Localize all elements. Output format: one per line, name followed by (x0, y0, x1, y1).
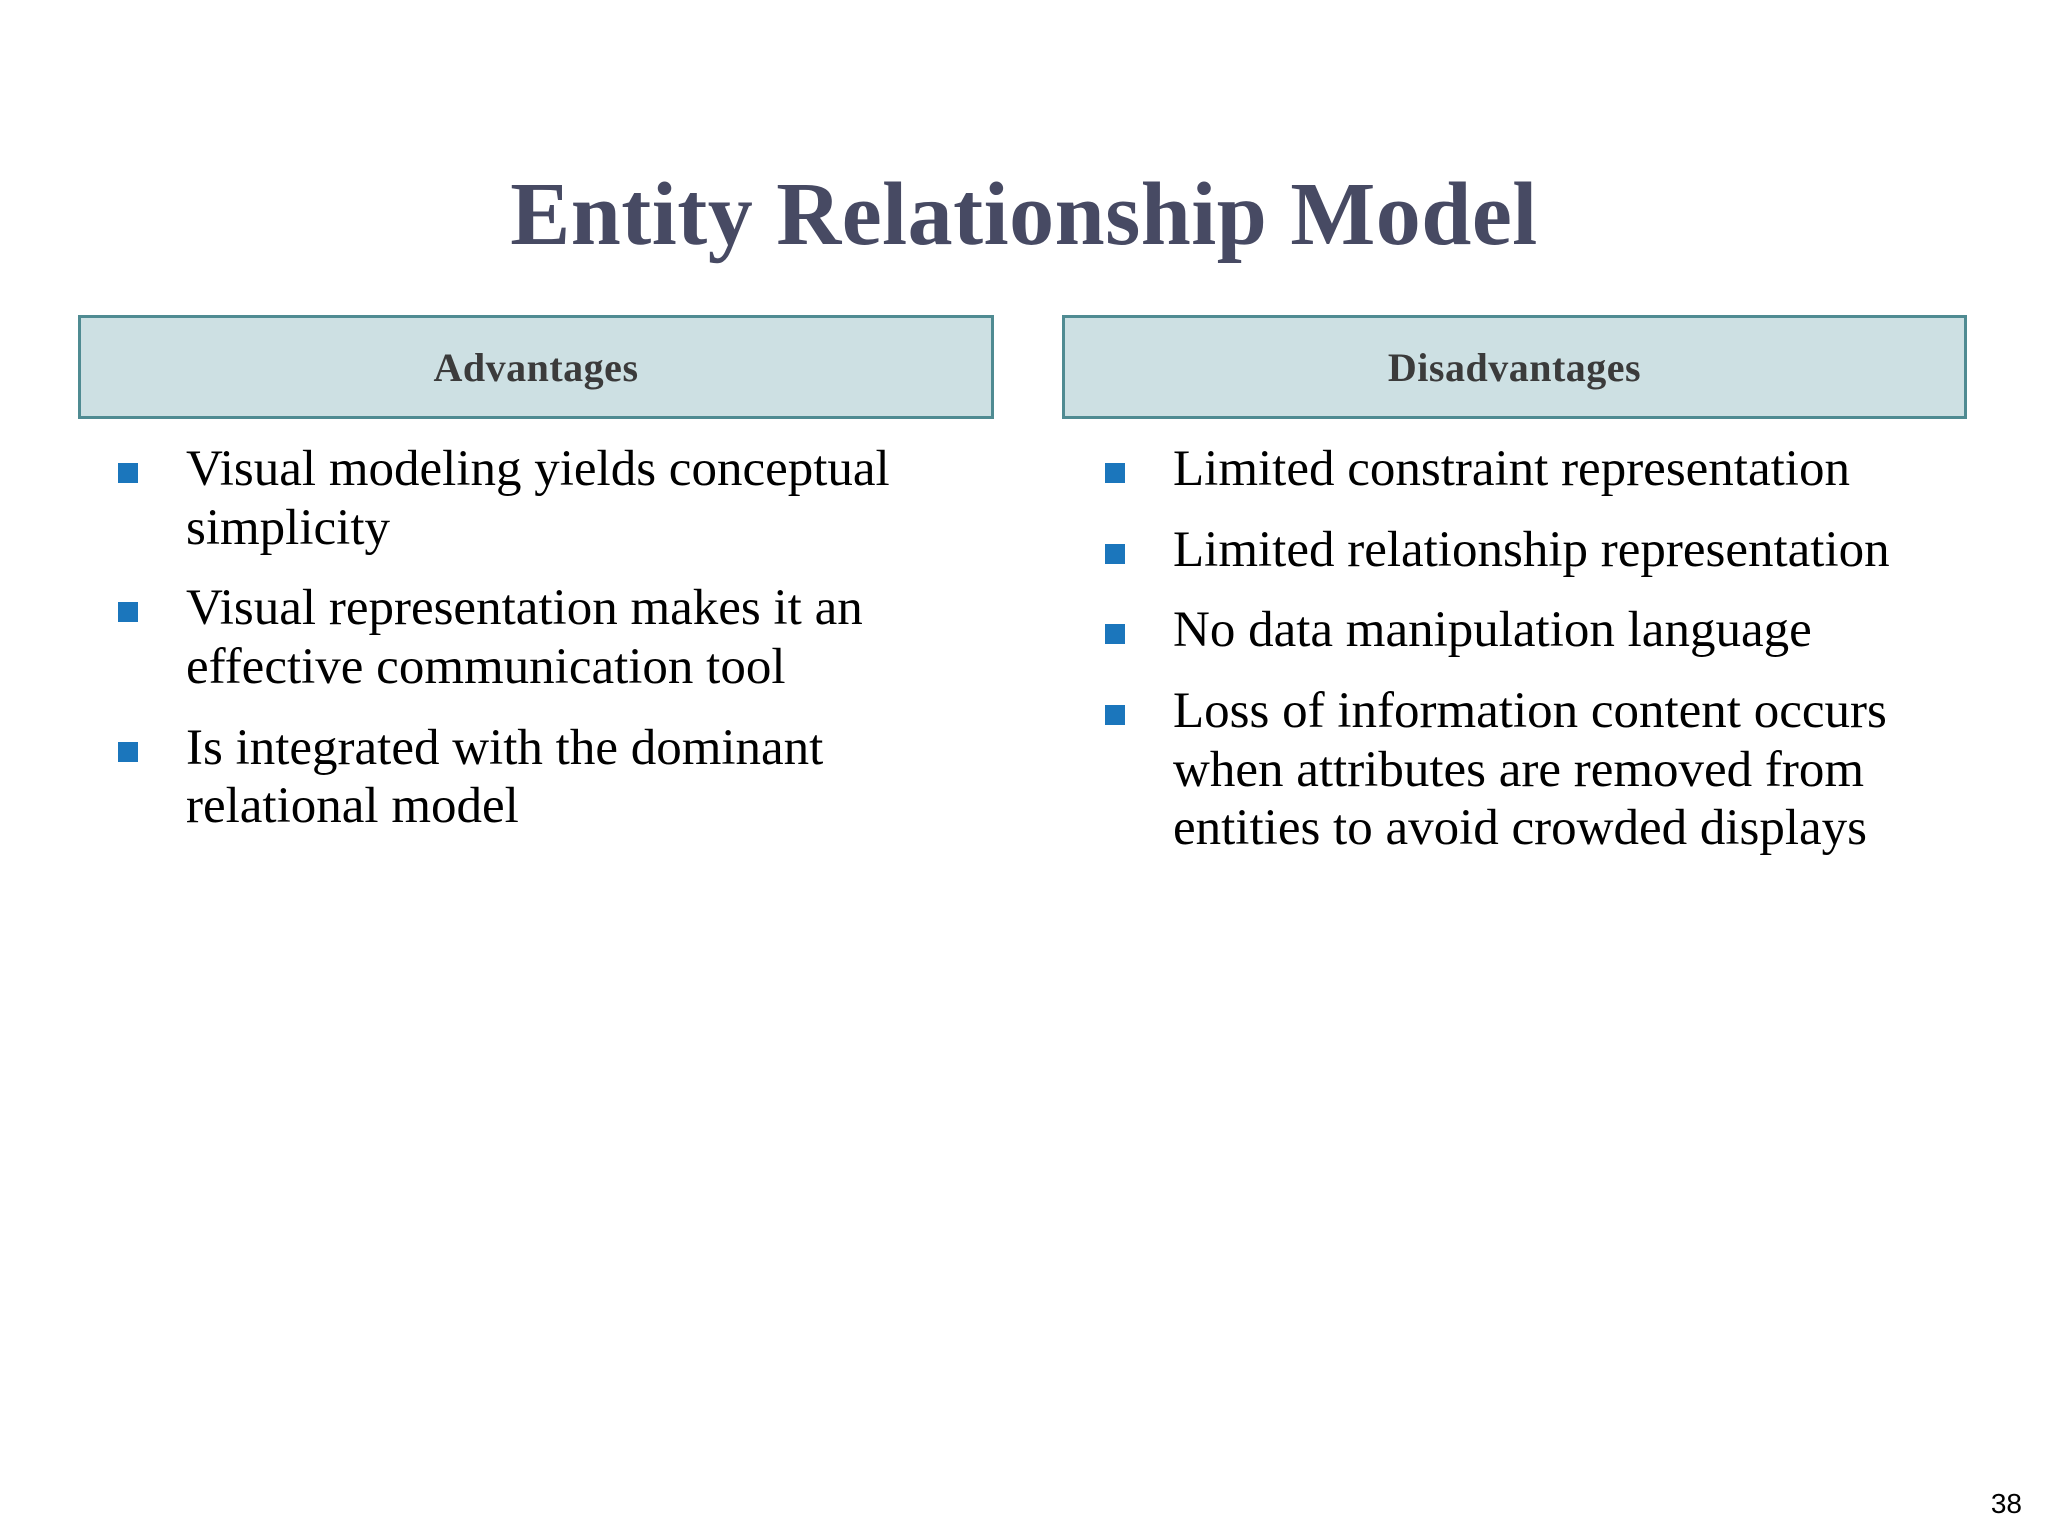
square-bullet-icon (118, 463, 138, 483)
list-item: Visual modeling yields conceptual simpli… (118, 440, 958, 557)
square-bullet-icon (118, 602, 138, 623)
list-item-text: No data manipulation language (1173, 602, 1812, 659)
page-number: 38 (1990, 1488, 2022, 1519)
list-item: Is integrated with the dominant relation… (118, 719, 958, 836)
list-item-text: Limited relationship representation (1173, 521, 1890, 578)
list-item-text: Visual representation makes it an effect… (186, 580, 863, 695)
list-item-text: Is integrated with the dominant relation… (186, 719, 824, 835)
square-bullet-icon (1105, 463, 1125, 483)
column-header-disadvantages: Disadvantages (1062, 315, 1967, 419)
column-header-advantages: Advantages (78, 315, 994, 419)
bullet-list-advantages: Visual modeling yields conceptual simpli… (118, 440, 958, 858)
page-title: Entity Relationship Model (510, 165, 1538, 265)
column-header-advantages-label: Advantages (433, 344, 639, 390)
list-item: Visual representation makes it an effect… (118, 579, 958, 696)
list-item-text: Loss of information content occurs when … (1173, 682, 1887, 857)
list-item: Limited relationship representation (1105, 521, 1985, 580)
square-bullet-icon (1105, 704, 1125, 725)
list-item-text: Visual modeling yields conceptual simpli… (186, 441, 890, 556)
list-item: No data manipulation language (1105, 601, 1985, 660)
square-bullet-icon (1105, 543, 1125, 564)
square-bullet-icon (118, 741, 138, 762)
square-bullet-icon (1105, 624, 1125, 645)
list-item-text: Limited constraint representation (1173, 441, 1850, 497)
column-header-disadvantages-label: Disadvantages (1387, 344, 1642, 390)
list-item: Limited constraint representation (1105, 440, 1985, 499)
list-item: Loss of information content occurs when … (1105, 682, 1985, 858)
bullet-list-disadvantages: Limited constraint representation Limite… (1105, 440, 1985, 880)
